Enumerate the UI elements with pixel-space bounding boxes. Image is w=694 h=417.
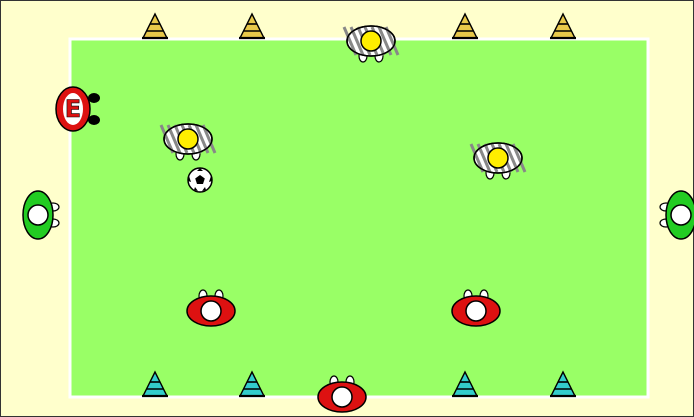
ball-layer: [188, 168, 212, 192]
soccer-ball: [188, 168, 212, 192]
coach-letter: E: [65, 95, 81, 123]
pitch: [70, 39, 648, 397]
